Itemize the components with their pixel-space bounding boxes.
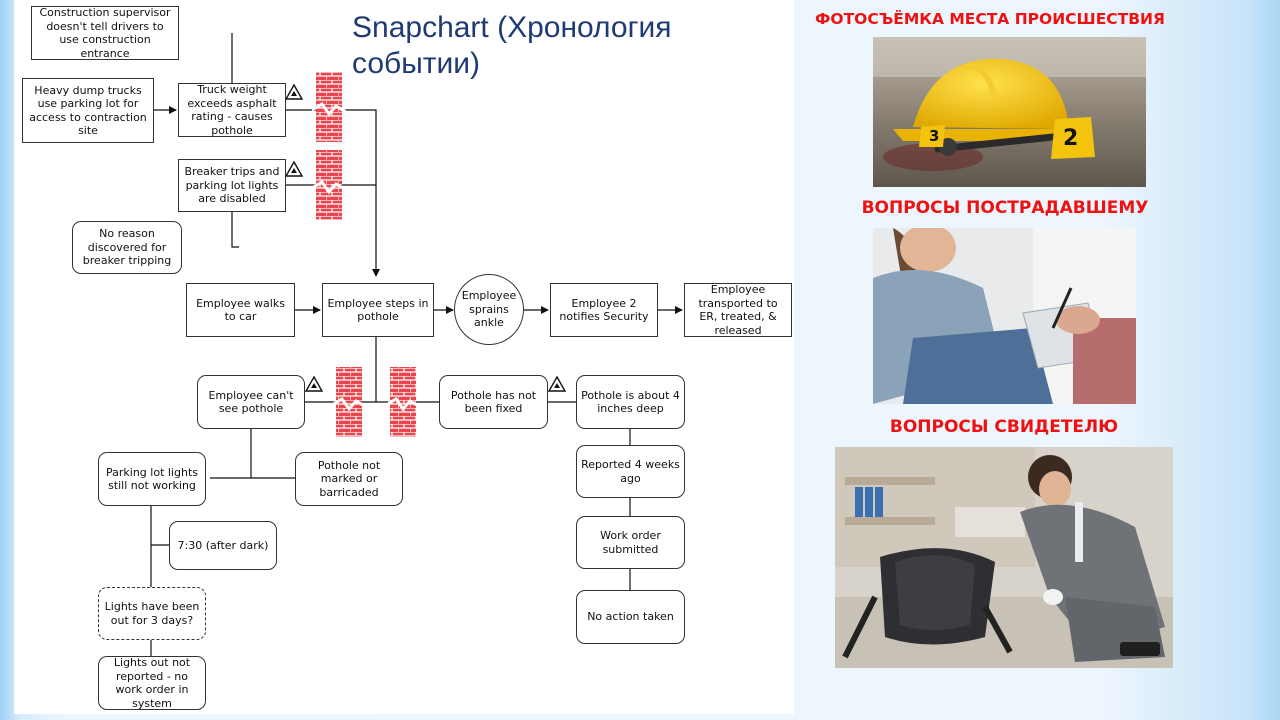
node-truck-weight: Truck weight exceeds asphalt rating - ca… [178, 83, 286, 137]
node-no-reason: No reason discovered for breaker trippin… [72, 221, 182, 274]
snapchart-diagram: Construction supervisor doesn't tell dri… [14, 0, 794, 714]
node-lights-not-working: Parking lot lights still not working [98, 452, 206, 506]
node-employee-transported: Employee transported to ER, treated, & r… [684, 283, 792, 337]
node-dump-trucks: Heavy dump trucks use parking lot for ac… [22, 78, 154, 143]
node-lights-not-reported: Lights out not reported - no work order … [98, 656, 206, 710]
warning-triangle-icon [305, 376, 323, 392]
heading-victim-questions: ВОПРОСЫ ПОСТРАДАВШЕМУ [861, 198, 1149, 218]
brick-barrier-icon [385, 367, 421, 437]
node-breaker-trips: Breaker trips and parking lot lights are… [178, 159, 286, 212]
node-work-order-submitted: Work order submitted [576, 516, 685, 569]
node-pothole-not-marked: Pothole not marked or barricaded [295, 452, 403, 506]
scene-photo-image: 3 2 [873, 37, 1146, 187]
warning-triangle-icon [285, 84, 303, 100]
flowchart-connectors [150, 33, 683, 656]
node-employee-sprains: Employee sprains ankle [454, 274, 524, 345]
node-employee-walks: Employee walks to car [186, 283, 295, 337]
brick-barrier-icon [331, 367, 367, 437]
node-employee-steps: Employee steps in pothole [322, 283, 434, 337]
victim-interview-image [873, 228, 1136, 404]
heading-scene-photo: ФОТОСЪЁМКА МЕСТА ПРОИСШЕСТВИЯ [815, 10, 1165, 28]
warning-triangle-icon [548, 376, 566, 392]
node-employee2-notifies: Employee 2 notifies Security [550, 283, 658, 337]
node-four-inches-deep: Pothole is about 4 inches deep [576, 375, 685, 429]
node-no-action-taken: No action taken [576, 590, 685, 644]
brick-barrier-icon [311, 150, 347, 220]
heading-witness-questions: ВОПРОСЫ СВИДЕТЕЛЮ [889, 417, 1119, 437]
evidence-marker-3: 3 [929, 127, 939, 145]
witness-interview-image [835, 447, 1173, 668]
evidence-marker-2: 2 [1063, 126, 1078, 151]
node-construction-supervisor: Construction supervisor doesn't tell dri… [31, 6, 179, 60]
node-reported-4-weeks: Reported 4 weeks ago [576, 445, 685, 498]
node-lights-out-3-days: Lights have been out for 3 days? [98, 587, 206, 640]
node-cant-see-pothole: Employee can't see pothole [197, 375, 305, 429]
brick-barrier-icon [311, 72, 347, 142]
node-pothole-not-fixed: Pothole has not been fixed [439, 375, 548, 429]
warning-triangle-icon [285, 161, 303, 177]
node-time-730: 7:30 (after dark) [169, 521, 277, 570]
slide-title: Snapchart (Хронология событии) [352, 11, 672, 80]
